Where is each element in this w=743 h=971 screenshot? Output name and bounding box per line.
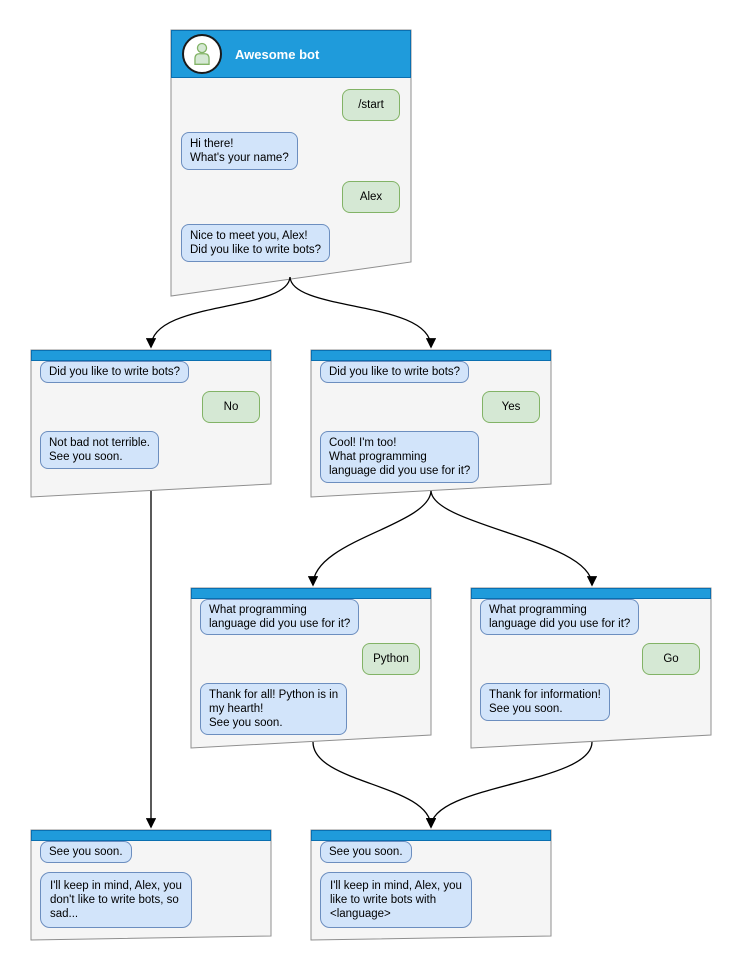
user-message: Go bbox=[642, 643, 700, 676]
user-message: Yes bbox=[482, 391, 540, 424]
user-message: Alex bbox=[342, 181, 400, 214]
bot-message: I'll keep in mind, Alex, you like to wri… bbox=[320, 872, 472, 929]
message-list: Did you like to write bots? Yes Cool! I'… bbox=[311, 361, 551, 484]
window-titlebar: Awesome bot bbox=[171, 30, 411, 78]
bot-message: I'll keep in mind, Alex, you don't like … bbox=[40, 872, 192, 929]
arrow-start-to-branch-yes bbox=[289, 276, 437, 349]
arrow-branch-yes-to-go bbox=[430, 490, 598, 587]
window-titlebar bbox=[311, 830, 551, 841]
chat-window-branch-yes: Did you like to write bots? Yes Cool! I'… bbox=[311, 350, 551, 484]
arrow-branch-yes-to-python bbox=[307, 490, 432, 587]
message-list: What programming language did you use fo… bbox=[471, 599, 711, 722]
message-list: Did you like to write bots? No Not bad n… bbox=[31, 361, 271, 470]
chat-window-go: What programming language did you use fo… bbox=[471, 588, 711, 722]
arrow-start-to-branch-no bbox=[145, 276, 291, 349]
user-message: No bbox=[202, 391, 260, 424]
arrow-python-to-end-yes bbox=[312, 741, 437, 829]
bot-message: See you soon. bbox=[40, 841, 132, 864]
window-titlebar bbox=[311, 350, 551, 361]
person-icon bbox=[194, 42, 210, 65]
bot-message: What programming language did you use fo… bbox=[480, 599, 640, 636]
message-list: See you soon. I'll keep in mind, Alex, y… bbox=[31, 841, 271, 929]
window-titlebar bbox=[31, 830, 271, 841]
bot-message: Hi there! What's your name? bbox=[181, 132, 298, 171]
bot-message: Cool! I'm too! What programming language… bbox=[320, 431, 480, 484]
bot-avatar bbox=[182, 34, 222, 74]
chat-window-branch-no: Did you like to write bots? No Not bad n… bbox=[31, 350, 271, 470]
bot-message: Not bad not terrible. See you soon. bbox=[40, 431, 160, 470]
bot-message: Thank for all! Python is in my hearth! S… bbox=[200, 683, 348, 736]
chat-window-python: What programming language did you use fo… bbox=[191, 588, 431, 736]
user-message: /start bbox=[342, 89, 400, 122]
chat-window-end-no: See you soon. I'll keep in mind, Alex, y… bbox=[31, 830, 271, 929]
user-message: Python bbox=[362, 643, 420, 676]
bot-message: What programming language did you use fo… bbox=[200, 599, 360, 636]
window-titlebar bbox=[191, 588, 431, 599]
window-titlebar bbox=[471, 588, 711, 599]
bot-message: Did you like to write bots? bbox=[40, 361, 190, 384]
bot-name: Awesome bot bbox=[235, 46, 320, 62]
arrow-go-to-end-yes bbox=[425, 741, 593, 829]
bot-message: Thank for information! See you soon. bbox=[480, 683, 610, 722]
message-list: What programming language did you use fo… bbox=[191, 599, 431, 736]
chat-window-end-yes: See you soon. I'll keep in mind, Alex, y… bbox=[311, 830, 551, 929]
window-titlebar bbox=[31, 350, 271, 361]
message-list: /start Hi there! What's your name? Alex … bbox=[171, 89, 411, 263]
bot-message: Did you like to write bots? bbox=[320, 361, 470, 384]
message-list: See you soon. I'll keep in mind, Alex, y… bbox=[311, 841, 551, 929]
chat-window-start: Awesome bot /start Hi there! What's your… bbox=[171, 30, 411, 263]
bot-message: See you soon. bbox=[320, 841, 412, 864]
bot-message: Nice to meet you, Alex! Did you like to … bbox=[181, 224, 331, 263]
